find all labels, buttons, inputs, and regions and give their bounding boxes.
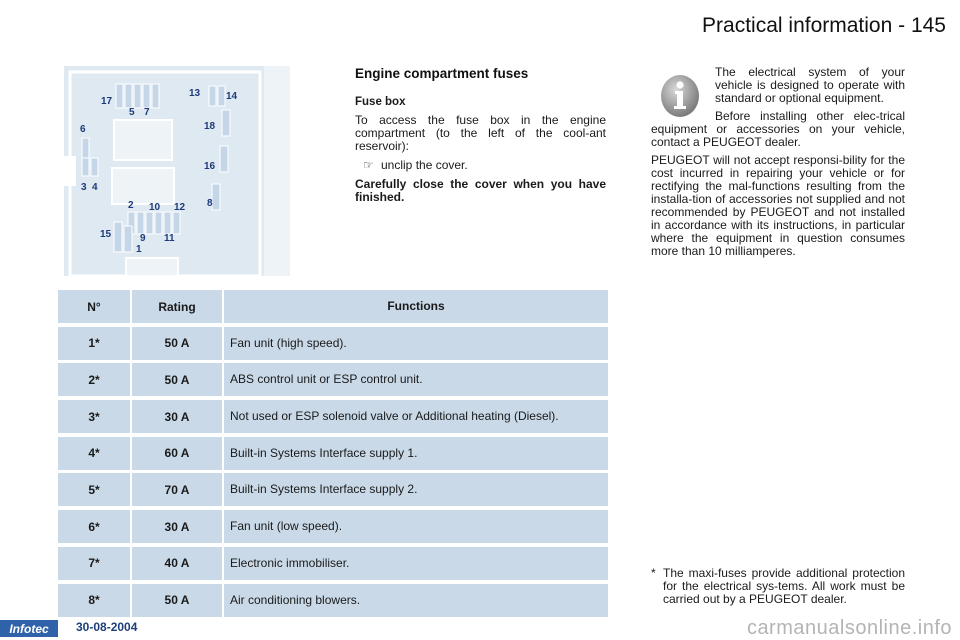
table-row: 1* 50 A Fan unit (high speed). bbox=[58, 326, 608, 360]
fuse-rating: 70 A bbox=[132, 473, 222, 507]
step-text: unclip the cover. bbox=[381, 158, 468, 172]
fuse-label: 16 bbox=[204, 161, 216, 172]
fuse-label: 6 bbox=[80, 124, 86, 135]
section-title: Engine compartment fuses bbox=[355, 66, 529, 81]
fuse-function: Built-in Systems Interface supply 1. bbox=[224, 436, 608, 470]
info-paragraph: The electrical system of your vehicle is… bbox=[715, 65, 905, 105]
fuse-number: 3* bbox=[58, 400, 130, 434]
fuse-function: Electronic immobiliser. bbox=[224, 546, 608, 580]
pointing-hand-icon: ☞ bbox=[363, 158, 374, 172]
footnote-text: The maxi-fuses provide additional protec… bbox=[663, 566, 905, 606]
fuse-label: 5 bbox=[129, 107, 135, 118]
info-paragraph: PEUGEOT will not accept responsi-bility … bbox=[651, 153, 905, 258]
fuse-function: Not used or ESP solenoid valve or Additi… bbox=[224, 400, 608, 434]
column-header-rating: Rating bbox=[132, 290, 222, 323]
fuse-label: 18 bbox=[204, 121, 216, 132]
fuse-number: 7* bbox=[58, 546, 130, 580]
publication-date: 30-08-2004 bbox=[76, 620, 138, 634]
fuse-rating: 50 A bbox=[132, 583, 222, 617]
fuse-label: 8 bbox=[207, 198, 213, 209]
fuse-number: 5* bbox=[58, 473, 130, 507]
info-icon bbox=[661, 75, 699, 117]
info-paragraph: Before installing other elec-trical equi… bbox=[651, 109, 905, 149]
fuse-label: 12 bbox=[174, 202, 186, 213]
fuse-label: 7 bbox=[144, 107, 150, 118]
fuse-label: 9 bbox=[140, 233, 146, 244]
fuse-label: 14 bbox=[226, 91, 238, 102]
step-item: ☞ unclip the cover. bbox=[355, 159, 606, 172]
fuse-table: N° Rating Functions 1* 50 A Fan unit (hi… bbox=[58, 290, 608, 620]
fuse-rating: 50 A bbox=[132, 363, 222, 397]
table-row: 8* 50 A Air conditioning blowers. bbox=[58, 583, 608, 617]
table-row: 6* 30 A Fan unit (low speed). bbox=[58, 510, 608, 544]
page-title: Practical information - 145 bbox=[702, 14, 946, 37]
maxi-fuse-footnote: * The maxi-fuses provide additional prot… bbox=[651, 567, 905, 606]
fuse-label: 10 bbox=[149, 202, 161, 213]
fuse-rating: 30 A bbox=[132, 510, 222, 544]
fuse-number: 8* bbox=[58, 583, 130, 617]
fuse-function: Fan unit (low speed). bbox=[224, 510, 608, 544]
column-header-functions: Functions bbox=[224, 290, 608, 323]
table-header-row: N° Rating Functions bbox=[58, 290, 608, 323]
table-row: 4* 60 A Built-in Systems Interface suppl… bbox=[58, 436, 608, 470]
fuse-number: 1* bbox=[58, 326, 130, 360]
fuse-rating: 60 A bbox=[132, 436, 222, 470]
fuse-rating: 50 A bbox=[132, 326, 222, 360]
fuse-label: 2 bbox=[128, 200, 134, 211]
fuse-label: 1 bbox=[136, 244, 142, 255]
fuse-rating: 40 A bbox=[132, 546, 222, 580]
table-row: 3* 30 A Not used or ESP solenoid valve o… bbox=[58, 400, 608, 434]
infotec-logo: Infotec bbox=[0, 620, 58, 637]
table-row: 5* 70 A Built-in Systems Interface suppl… bbox=[58, 473, 608, 507]
fuse-function: Built-in Systems Interface supply 2. bbox=[224, 473, 608, 507]
fuse-number: 4* bbox=[58, 436, 130, 470]
fuse-number: 6* bbox=[58, 510, 130, 544]
fuse-label: 11 bbox=[164, 233, 175, 244]
electrical-info-note: The electrical system of your vehicle is… bbox=[651, 66, 905, 264]
footnote-marker: * bbox=[651, 566, 656, 580]
fuse-label: 17 bbox=[101, 96, 113, 107]
watermark: carmanualsonline.info bbox=[746, 617, 952, 639]
column-header-number: N° bbox=[58, 290, 130, 323]
access-intro: To access the fuse box in the engine com… bbox=[355, 113, 606, 153]
fuse-rating: 30 A bbox=[132, 400, 222, 434]
close-cover-warning: Carefully close the cover when you have … bbox=[355, 177, 606, 204]
fuse-function: Fan unit (high speed). bbox=[224, 326, 608, 360]
fuse-label: 3 bbox=[81, 182, 87, 193]
fuse-number: 2* bbox=[58, 363, 130, 397]
fuse-box-subtitle: Fuse box bbox=[355, 96, 406, 108]
fuse-label: 15 bbox=[100, 229, 112, 240]
fuse-function: ABS control unit or ESP control unit. bbox=[224, 363, 608, 397]
fuse-box-instructions: Fuse box To access the fuse box in the e… bbox=[355, 96, 606, 210]
fuse-function: Air conditioning blowers. bbox=[224, 583, 608, 617]
table-row: 2* 50 A ABS control unit or ESP control … bbox=[58, 363, 608, 397]
table-row: 7* 40 A Electronic immobiliser. bbox=[58, 546, 608, 580]
fuse-box-illustration: 17 5 7 13 14 6 18 16 3 4 8 2 10 12 15 9 … bbox=[64, 66, 290, 276]
fuse-label: 4 bbox=[92, 182, 98, 193]
fuse-box-diagram: 17 5 7 13 14 6 18 16 3 4 8 2 10 12 15 9 … bbox=[64, 66, 290, 276]
fuse-label: 13 bbox=[189, 88, 201, 99]
